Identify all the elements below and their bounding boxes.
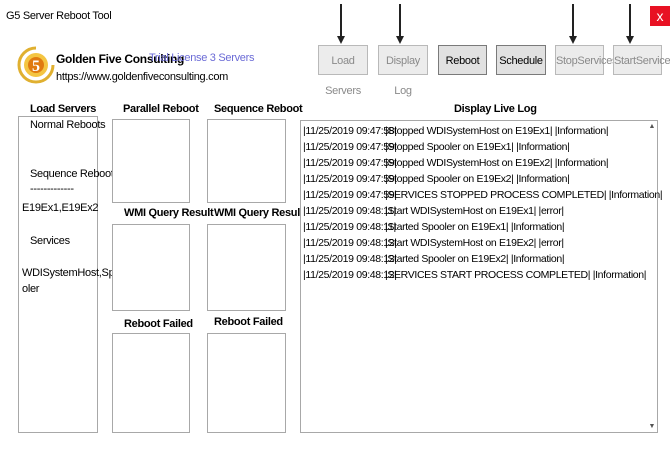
company-url[interactable]: https://www.goldenfiveconsulting.com <box>56 71 229 83</box>
reboot-button[interactable]: Reboot <box>438 45 487 75</box>
log-line: |11/25/2019 09:47:59||Stopped Spooler on… <box>303 141 570 153</box>
close-button[interactable]: x <box>650 6 670 26</box>
window-title: G5 Server Reboot Tool <box>6 10 112 22</box>
arrow-down-icon <box>396 4 404 44</box>
log-line: |11/25/2019 09:47:59||SERVICES STOPPED P… <box>303 189 663 201</box>
golden-five-logo-icon: 5 <box>17 46 55 84</box>
separator-text: ------------- <box>30 183 74 195</box>
reboot-failed-header-1: Reboot Failed <box>124 318 193 330</box>
load-servers-button[interactable]: Load Servers <box>318 45 368 97</box>
log-line: |11/25/2019 09:47:59||Stopped WDISystemH… <box>303 157 609 169</box>
load-servers-header: Load Servers <box>30 103 97 115</box>
sequence-reboot-list[interactable] <box>207 119 286 203</box>
reboot-failed-list-1[interactable] <box>112 333 190 433</box>
normal-reboots-label: Normal Reboots <box>30 119 106 131</box>
reboot-failed-list-2[interactable] <box>207 333 286 433</box>
title-bar: G5 Server Reboot Tool x <box>0 0 670 26</box>
log-line: |11/25/2019 09:48:12||SERVICES START PRO… <box>303 269 647 281</box>
wmi-query-header-1: WMI Query Result <box>124 207 214 219</box>
services-label: Services <box>30 235 70 247</box>
wmi-query-list-1[interactable] <box>112 224 190 311</box>
log-line: |11/25/2019 09:48:11||Started Spooler on… <box>303 221 565 233</box>
wmi-query-header-2: WMI Query Result <box>214 207 304 219</box>
arrow-down-icon <box>569 4 577 44</box>
company-name: Golden Five Consulting <box>56 52 185 66</box>
parallel-reboot-header: Parallel Reboot <box>123 103 199 115</box>
reboot-failed-header-2: Reboot Failed <box>214 316 283 328</box>
log-line: |11/25/2019 09:47:58||Stopped WDISystemH… <box>303 125 609 137</box>
server-list-text: E19Ex1,E19Ex2 <box>22 202 99 214</box>
stop-services-button[interactable]: StopServices <box>555 45 618 75</box>
log-line: |11/25/2019 09:48:12||Start WDISystemHos… <box>303 237 564 249</box>
live-log-list[interactable]: |11/25/2019 09:47:58||Stopped WDISystemH… <box>300 120 663 433</box>
arrow-down-icon <box>626 4 634 44</box>
display-live-log-header: Display Live Log <box>454 103 537 115</box>
log-line: |11/25/2019 09:48:11||Start WDISystemHos… <box>303 205 564 217</box>
services-list-text: WDISystemHost,Spo <box>22 267 121 279</box>
license-text: Trial License 3 Servers <box>149 52 255 64</box>
scroll-up-icon[interactable]: ▲ <box>648 123 656 130</box>
load-servers-list[interactable] <box>18 116 98 433</box>
arrow-down-icon <box>337 4 345 44</box>
start-services-button[interactable]: StartServices <box>613 45 670 75</box>
parallel-reboot-list[interactable] <box>112 119 190 203</box>
schedule-button[interactable]: Schedule <box>496 45 546 75</box>
wmi-query-list-2[interactable] <box>207 224 286 311</box>
log-line: |11/25/2019 09:48:12||Started Spooler on… <box>303 253 565 265</box>
log-line: |11/25/2019 09:47:59||Stopped Spooler on… <box>303 173 570 185</box>
sequence-reboots-label: Sequence Reboots <box>30 168 119 180</box>
scroll-down-icon[interactable]: ▼ <box>648 423 656 430</box>
services-list-text-cont: oler <box>22 283 40 295</box>
sequence-reboot-header: Sequence Reboot <box>214 103 303 115</box>
svg-text:5: 5 <box>32 58 40 75</box>
display-log-button[interactable]: Display Log <box>378 45 428 97</box>
